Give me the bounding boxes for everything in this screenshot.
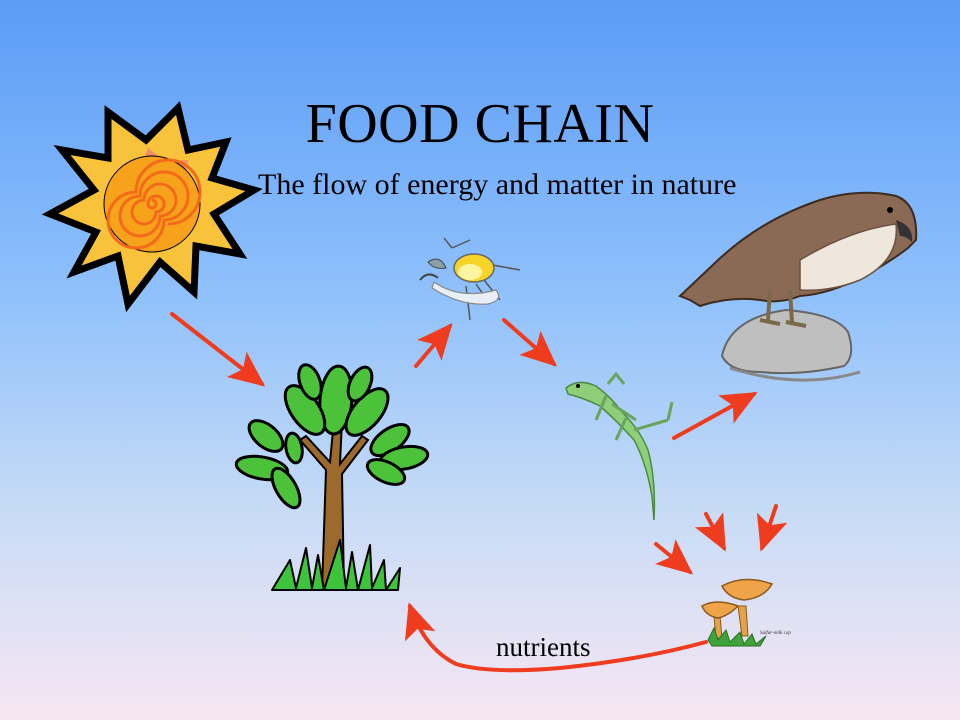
arrow-down-to-mushrooms-2 [756, 504, 788, 552]
lizard-icon [565, 371, 674, 521]
arrow-lizard-to-mushrooms [654, 539, 694, 575]
arrow-lizard-to-hawk [672, 392, 758, 440]
arrow-tree-to-beetle [414, 322, 453, 368]
hawk-icon [678, 191, 918, 382]
diagram-subtitle: The flow of energy and matter in nature [258, 168, 737, 201]
mushroom-caption: Sulfur-milk cap [760, 631, 791, 636]
arrows [170, 312, 788, 673]
nutrients-label: nutrients [496, 632, 591, 662]
tree-icon [234, 363, 430, 591]
mushroom-icon [701, 578, 774, 647]
arrow-down-to-mushrooms-1 [694, 512, 726, 552]
arrow-sun-to-tree [170, 312, 266, 387]
arrow-beetle-to-lizard [502, 318, 558, 367]
diagram-title: FOOD CHAIN [305, 93, 655, 155]
beetle-icon [419, 237, 521, 321]
arrow-mushrooms-to-tree [404, 602, 708, 673]
sun-icon [41, 101, 263, 313]
